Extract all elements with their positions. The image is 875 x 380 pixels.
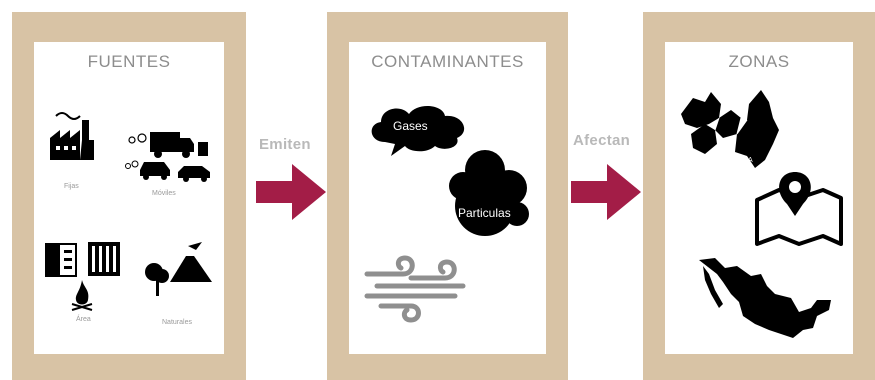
caption-fixed-sources: Fijas — [64, 183, 79, 190]
right-arrow-icon — [256, 164, 326, 220]
gas-cloud-icon — [371, 105, 465, 156]
wind-icon — [364, 255, 466, 323]
particles-label: Particulas — [458, 206, 511, 220]
panel-pollutants: CONTAMINANTES Gases Particulas — [327, 12, 568, 380]
panel-sources-title: FUENTES — [87, 52, 171, 71]
buildings-icon — [45, 242, 120, 277]
particles-cloud-icon — [449, 150, 529, 236]
mexico-map-icon — [699, 258, 831, 338]
panel-sources-body: FUENTES Fijas Móviles — [34, 42, 224, 354]
fire-icon — [71, 280, 93, 311]
caption-area-sources: Área — [76, 316, 91, 323]
right-arrow-icon — [571, 164, 641, 220]
regional-map-icon — [681, 90, 779, 168]
panel-sources: FUENTES Fijas Móviles — [12, 12, 246, 380]
panel-zones-body: ZONAS PUEBLA — [665, 42, 853, 354]
arrow-label-affect: Afectan — [573, 132, 631, 149]
factory-icon — [50, 112, 94, 160]
panel-pollutants-body: CONTAMINANTES Gases Particulas — [349, 42, 546, 354]
caption-mobile-sources: Móviles — [152, 190, 176, 197]
gases-label: Gases — [393, 119, 428, 133]
location-map-icon — [755, 172, 843, 246]
caption-natural-sources: Naturales — [162, 319, 192, 326]
panel-pollutants-title: CONTAMINANTES — [371, 52, 524, 71]
panel-zones: ZONAS PUEBLA — [643, 12, 875, 380]
arrow-label-emit: Emiten — [259, 136, 311, 153]
panel-zones-title: ZONAS — [728, 52, 790, 71]
puebla-label: PUEBLA — [725, 157, 753, 164]
volcano-icon — [145, 242, 212, 296]
traffic-icon — [125, 132, 210, 182]
